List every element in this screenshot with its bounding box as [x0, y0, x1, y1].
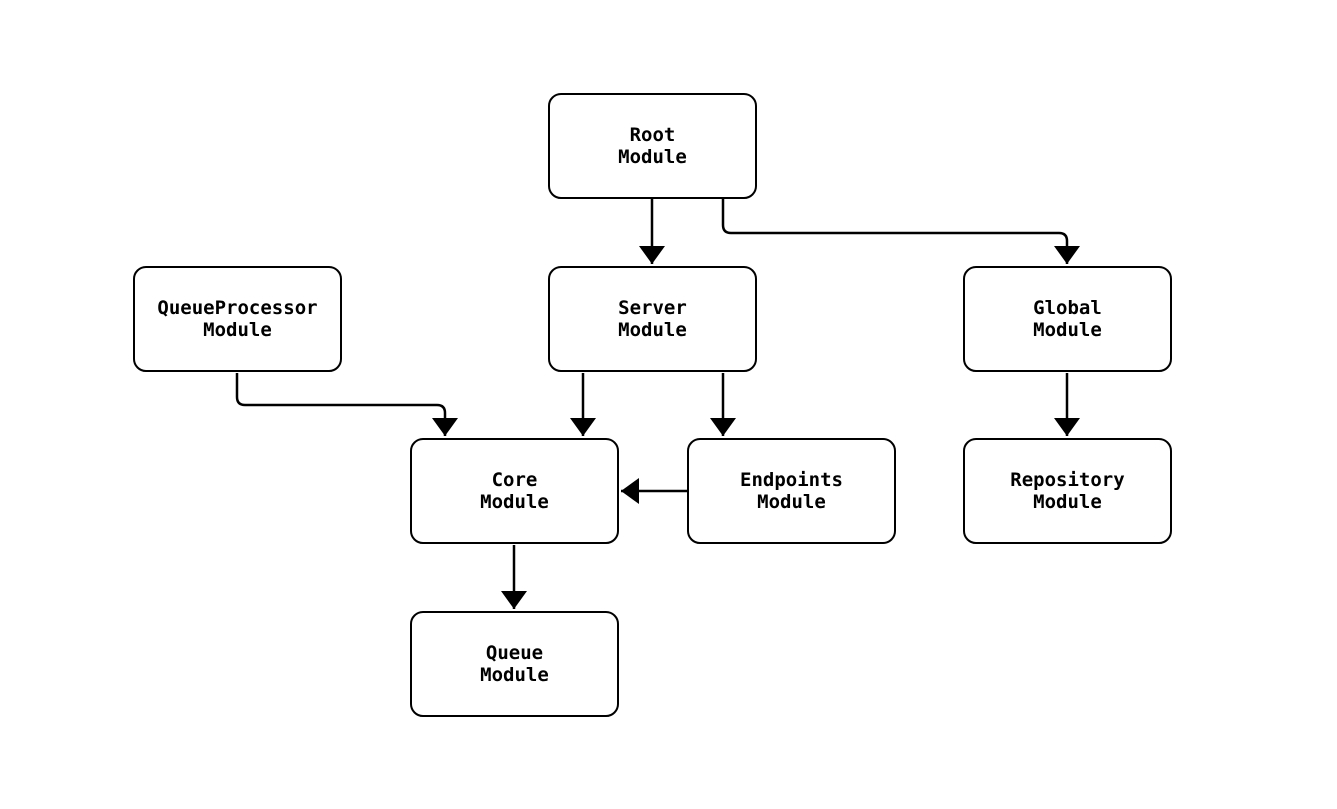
node-label-line: Module	[203, 319, 272, 341]
node-label-line: Module	[618, 146, 687, 168]
node-label-line: Queue	[485, 642, 544, 664]
node-label-line: Module	[1033, 319, 1102, 341]
node-label-line: Repository	[1010, 469, 1125, 491]
node-label-line: Endpoints	[740, 469, 843, 491]
node-endpoints-module: Endpoints Module	[687, 438, 896, 544]
node-core-module: Core Module	[410, 438, 619, 544]
node-label-line: Server	[618, 297, 687, 319]
node-repository-module: Repository Module	[963, 438, 1172, 544]
node-label-line: QueueProcessor	[157, 297, 318, 319]
edge-queueprocessor-to-core	[235, 373, 458, 436]
node-label-line: Core	[491, 469, 538, 491]
node-label-line: Module	[618, 319, 687, 341]
node-queue-module: Queue Module	[410, 611, 619, 717]
node-label-line: Module	[757, 491, 826, 513]
edge-root-to-global	[721, 199, 1080, 264]
node-root-module: Root Module	[548, 93, 757, 199]
node-global-module: Global Module	[963, 266, 1172, 372]
node-label-line: Global	[1033, 297, 1102, 319]
node-label-line: Module	[1033, 491, 1102, 513]
node-label-line: Root	[629, 124, 676, 146]
node-label-line: Module	[480, 664, 549, 686]
node-queueprocessor-module: QueueProcessor Module	[133, 266, 342, 372]
node-server-module: Server Module	[548, 266, 757, 372]
node-label-line: Module	[480, 491, 549, 513]
